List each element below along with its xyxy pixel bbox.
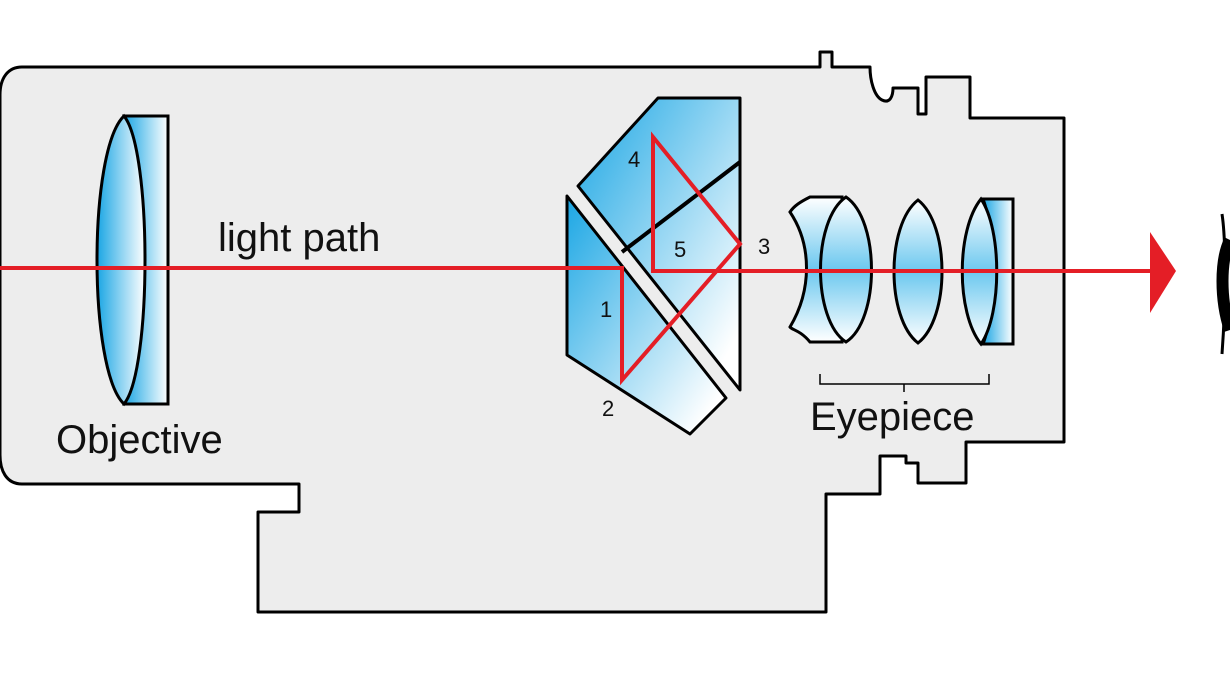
- reflection-point-4: 4: [628, 147, 640, 172]
- prism-lower: [565, 194, 728, 436]
- prism-upper: [576, 96, 742, 392]
- objective-lens: [95, 113, 170, 407]
- reflection-point-5: 5: [674, 237, 686, 262]
- light-path-arrow: [1150, 232, 1176, 313]
- light-path: [0, 131, 1176, 386]
- reflection-point-2: 2: [602, 396, 614, 421]
- reflection-point-1: 1: [600, 297, 612, 322]
- roof-prism-assembly: [565, 96, 742, 436]
- reflection-point-3: 3: [758, 234, 770, 259]
- prism-roof-line: [620, 160, 742, 254]
- binocular-housing: [0, 50, 1066, 614]
- eyepiece-bracket: [819, 374, 990, 392]
- eye-icon: [1216, 213, 1230, 355]
- objective-label: Objective: [56, 418, 223, 462]
- light-path-label: light path: [218, 216, 380, 260]
- eyepiece-label: Eyepiece: [810, 395, 975, 439]
